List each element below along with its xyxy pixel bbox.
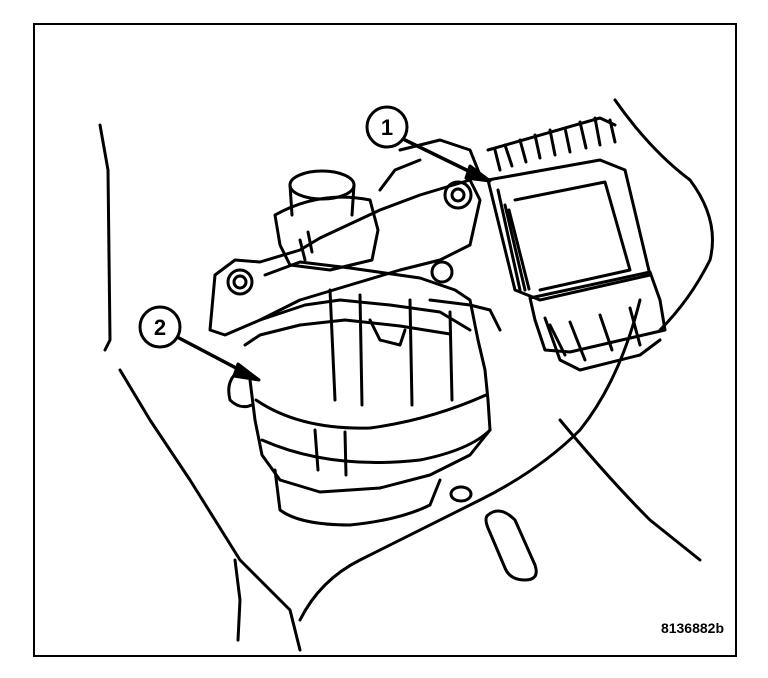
callout-2-number: 2 — [154, 315, 166, 340]
callout-1: 1 — [365, 105, 492, 183]
actuator-motor-assembly — [227, 169, 492, 527]
callout-1-number: 1 — [381, 115, 393, 140]
body-panel-lines — [98, 98, 714, 652]
figure-id-label: 8136882b — [660, 620, 724, 636]
callout-2: 2 — [138, 305, 261, 382]
panel-holes — [449, 485, 538, 582]
mounting-bracket — [208, 138, 502, 337]
electronic-module — [486, 116, 667, 372]
